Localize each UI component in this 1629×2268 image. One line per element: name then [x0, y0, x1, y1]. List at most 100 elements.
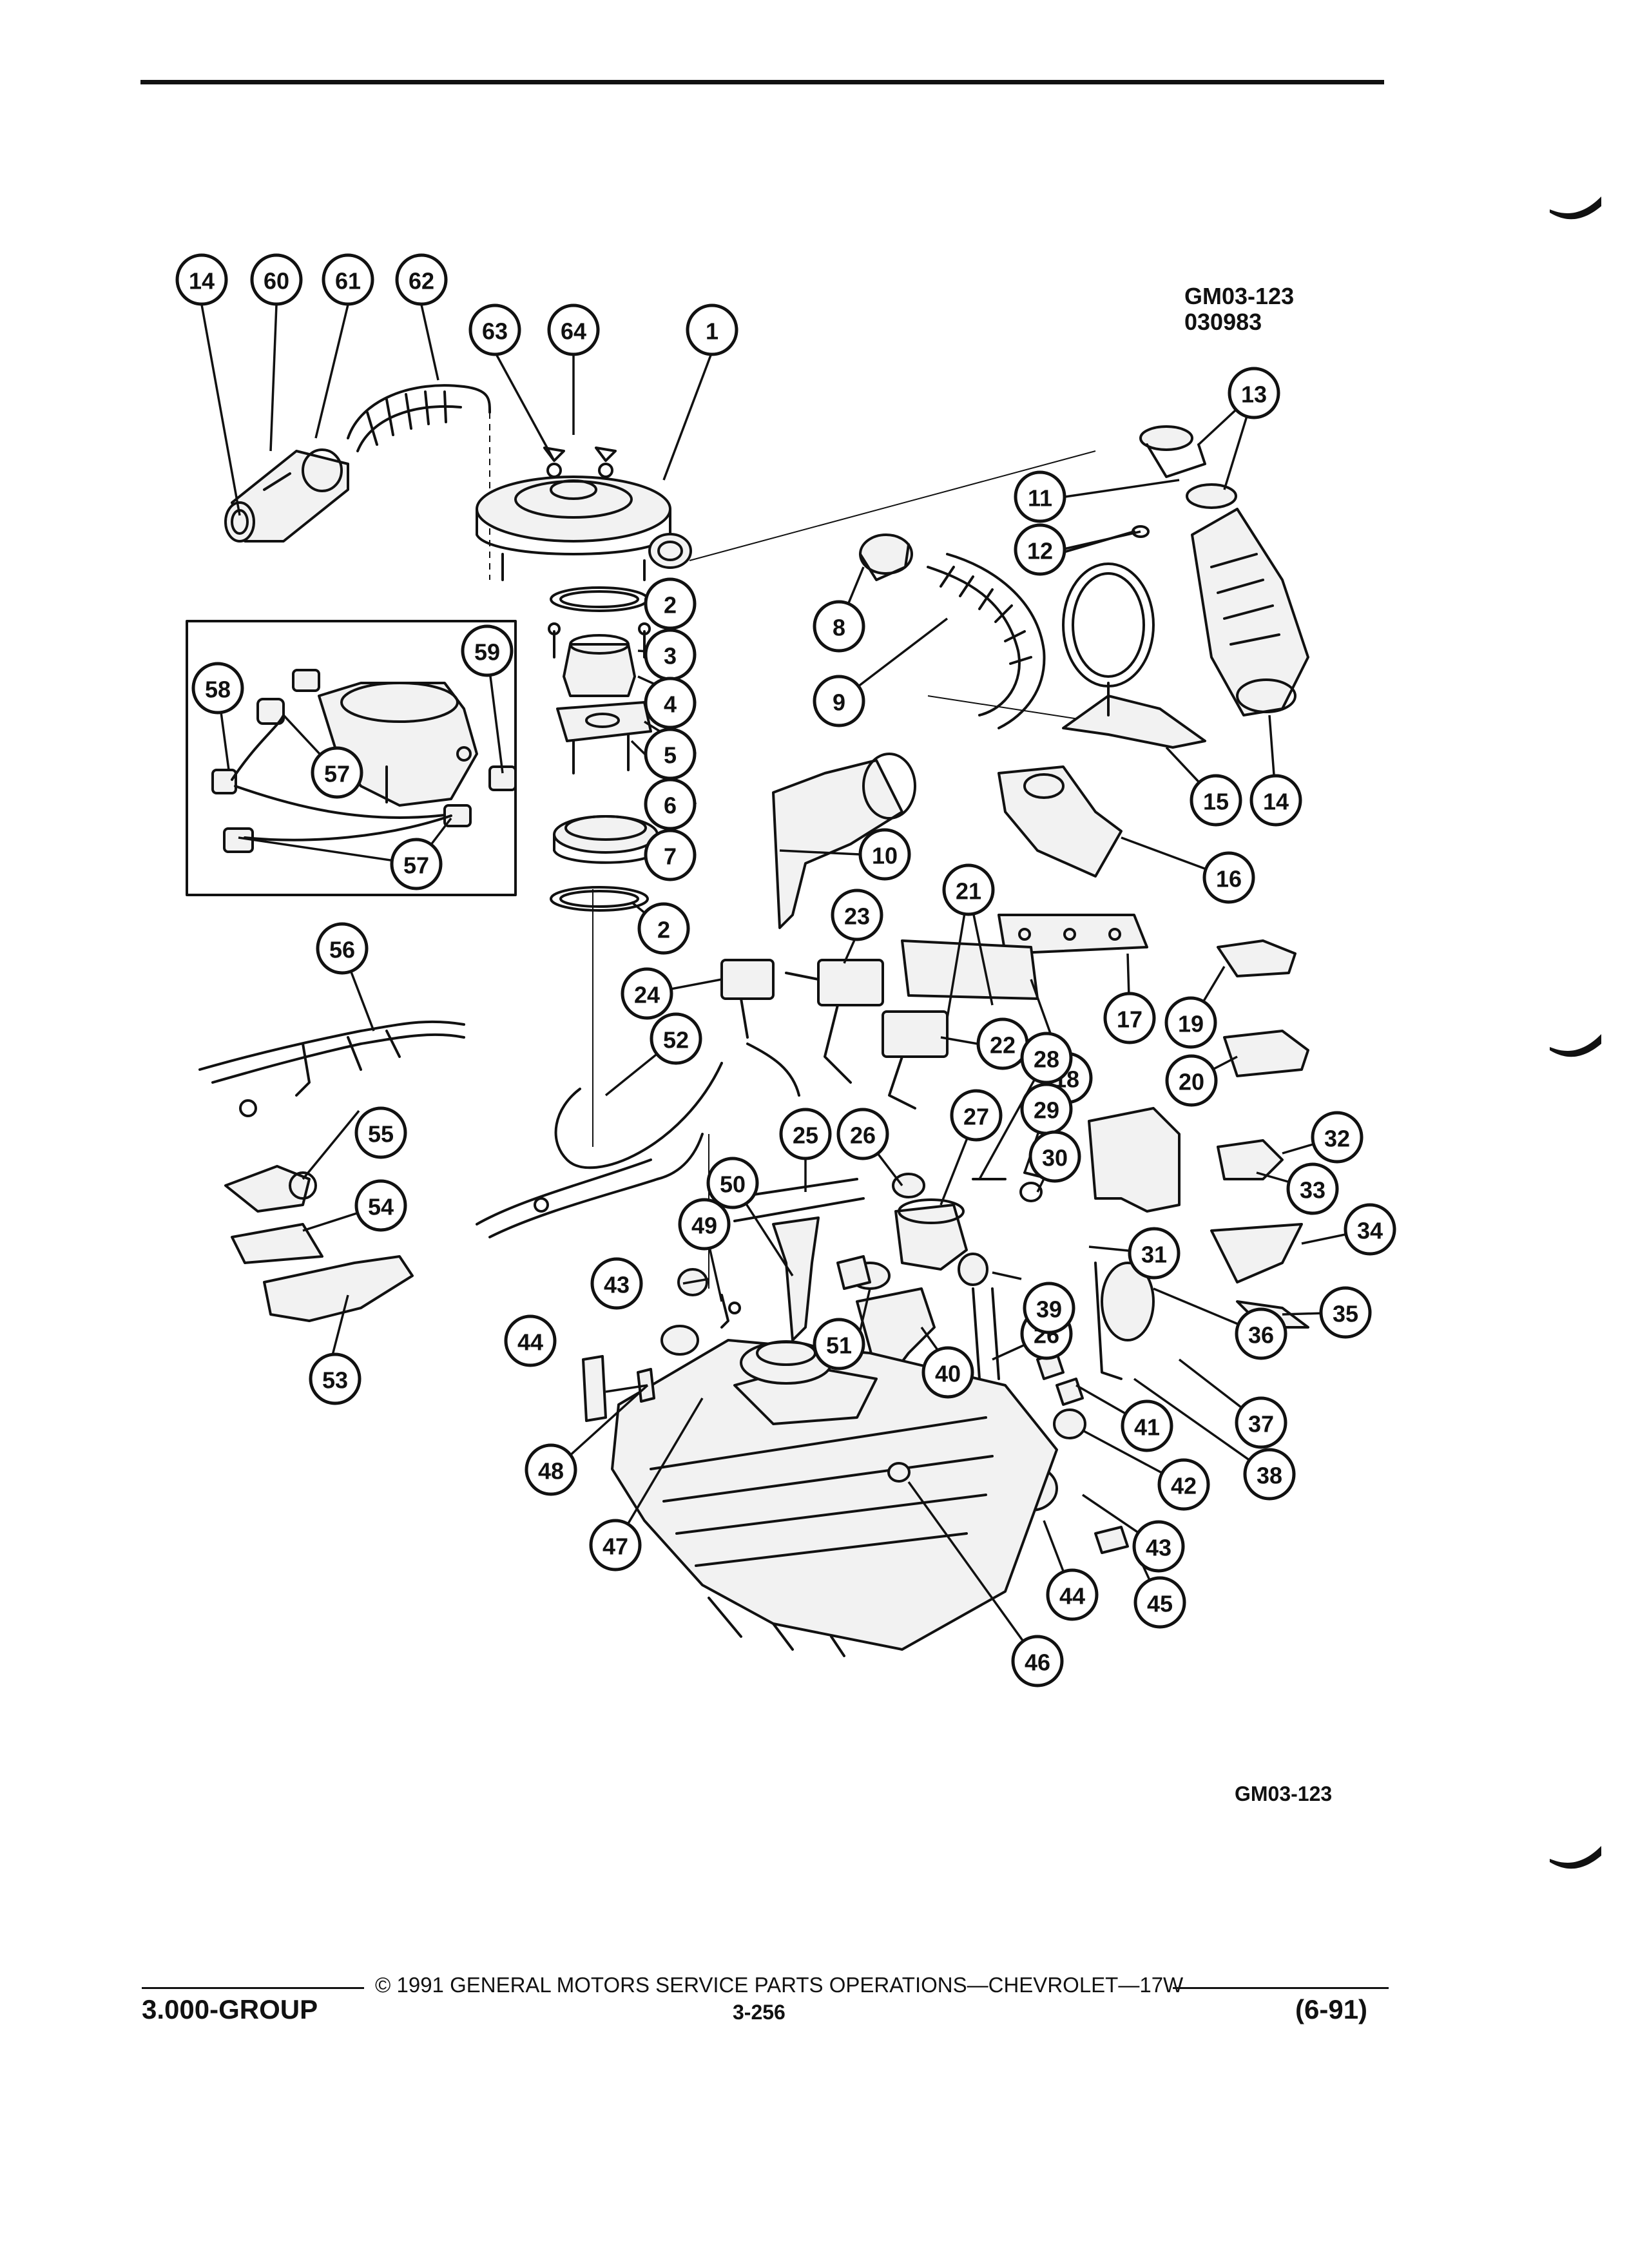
- callout-51: 51: [813, 1318, 865, 1370]
- callout-circle: [1132, 1520, 1185, 1573]
- snorkel-assembly: [1055, 425, 1309, 716]
- callout-43: 43: [1132, 1520, 1185, 1573]
- callout-circle: [678, 1198, 731, 1251]
- callout-number: 55: [368, 1121, 394, 1148]
- callout-11: 11: [1014, 470, 1066, 523]
- callout-number: 31: [1141, 1242, 1167, 1268]
- callout-circle: [644, 577, 697, 630]
- callout-number: 6: [664, 793, 677, 819]
- callout-circle: [354, 1106, 407, 1159]
- callout-number: 2: [664, 592, 677, 619]
- vacuum-components: [1088, 939, 1309, 1329]
- callout-12: 12: [1014, 523, 1066, 576]
- figure-date-code: 030983: [1184, 309, 1262, 335]
- inlet-duct-hose: [347, 384, 491, 452]
- callout-circle: [1020, 1032, 1073, 1084]
- callout-7: 7: [644, 829, 697, 881]
- margin-tab-mark: [1550, 1034, 1601, 1057]
- callout-40: 40: [921, 1346, 974, 1399]
- callout-number: 37: [1248, 1411, 1274, 1437]
- callout-60: 60: [250, 253, 303, 306]
- callout-circle: [1014, 470, 1066, 523]
- footer-rule-right: [1173, 1987, 1389, 1989]
- callout-20: 20: [1165, 1054, 1218, 1107]
- callout-22: 22: [976, 1017, 1029, 1070]
- callout-number: 15: [1203, 789, 1229, 815]
- callout-circle: [1190, 774, 1242, 827]
- callout-54: 54: [354, 1179, 407, 1232]
- callout-number: 30: [1042, 1145, 1068, 1171]
- callout-number: 44: [517, 1329, 543, 1356]
- callout-39: 39: [1023, 1282, 1075, 1334]
- callout-3: 3: [644, 628, 697, 681]
- callout-46: 46: [1011, 1635, 1064, 1687]
- callout-19: 19: [1164, 996, 1217, 1049]
- callout-circle: [1249, 774, 1302, 827]
- callout-42: 42: [1157, 1458, 1210, 1511]
- callout-5: 5: [644, 727, 697, 780]
- callout-number: 26: [850, 1122, 876, 1149]
- callout-52: 52: [650, 1012, 702, 1065]
- callout-number: 42: [1171, 1473, 1197, 1499]
- callout-32: 32: [1311, 1111, 1364, 1164]
- callout-number: 11: [1028, 485, 1052, 512]
- callout-37: 37: [1235, 1396, 1287, 1449]
- callout-number: 22: [990, 1032, 1016, 1059]
- callout-circle: [1011, 1635, 1064, 1687]
- callout-number: 35: [1333, 1301, 1358, 1327]
- callout-number: 19: [1178, 1011, 1204, 1037]
- callout-61: 61: [322, 253, 374, 306]
- callout-45: 45: [1133, 1576, 1186, 1629]
- detail-inset-frame: [186, 620, 517, 896]
- callout-number: 4: [664, 691, 677, 718]
- callout-circle: [390, 838, 443, 890]
- callout-29: 29: [1020, 1082, 1073, 1135]
- callout-circle: [1014, 523, 1066, 576]
- top-rule: [140, 80, 1384, 84]
- callout-number: 36: [1248, 1322, 1274, 1349]
- callout-number: 48: [538, 1458, 564, 1485]
- callout-number: 49: [691, 1213, 717, 1239]
- callout-26: 26: [836, 1108, 889, 1160]
- footer-group: 3.000-GROUP: [142, 1994, 318, 2024]
- callout-circle: [461, 624, 514, 677]
- callout-number: 23: [844, 903, 870, 930]
- callout-circle: [779, 1108, 832, 1160]
- callout-6: 6: [644, 778, 697, 831]
- callout-number: 20: [1179, 1069, 1204, 1095]
- footer-rule-left: [142, 1987, 364, 1989]
- callout-number: 34: [1357, 1218, 1383, 1244]
- callout-circle: [644, 677, 697, 729]
- callout-circle: [1202, 851, 1255, 904]
- callout-1: 1: [686, 303, 738, 356]
- callout-circle: [1228, 367, 1280, 419]
- callout-circle: [1164, 996, 1217, 1049]
- phantom-line: [927, 695, 1096, 722]
- callout-circle: [644, 778, 697, 831]
- callout-number: 39: [1036, 1296, 1062, 1323]
- callout-43: 43: [590, 1257, 643, 1310]
- callout-59: 59: [461, 624, 514, 677]
- callout-number: 12: [1027, 538, 1053, 564]
- callout-circle: [1235, 1307, 1287, 1360]
- callout-number: 27: [963, 1104, 989, 1130]
- callout-circle: [1235, 1396, 1287, 1449]
- callout-circle: [1103, 992, 1156, 1044]
- callout-circle: [311, 746, 363, 799]
- callout-36: 36: [1235, 1307, 1287, 1360]
- footer-revision: (6-91): [1295, 1994, 1368, 2024]
- callout-8: 8: [813, 600, 865, 653]
- callout-21: 21: [942, 863, 995, 916]
- callout-circle: [1243, 1448, 1296, 1501]
- callout-number: 52: [663, 1027, 689, 1053]
- callout-64: 64: [547, 303, 600, 356]
- callout-62: 62: [395, 253, 448, 306]
- callout-2: 2: [644, 577, 697, 630]
- callout-38: 38: [1243, 1448, 1296, 1501]
- callout-number: 17: [1117, 1006, 1142, 1033]
- callout-number: 60: [264, 268, 289, 294]
- callout-56: 56: [316, 922, 369, 975]
- callout-4: 4: [644, 677, 697, 729]
- callout-number: 51: [826, 1332, 852, 1359]
- callout-number: 21: [956, 878, 981, 905]
